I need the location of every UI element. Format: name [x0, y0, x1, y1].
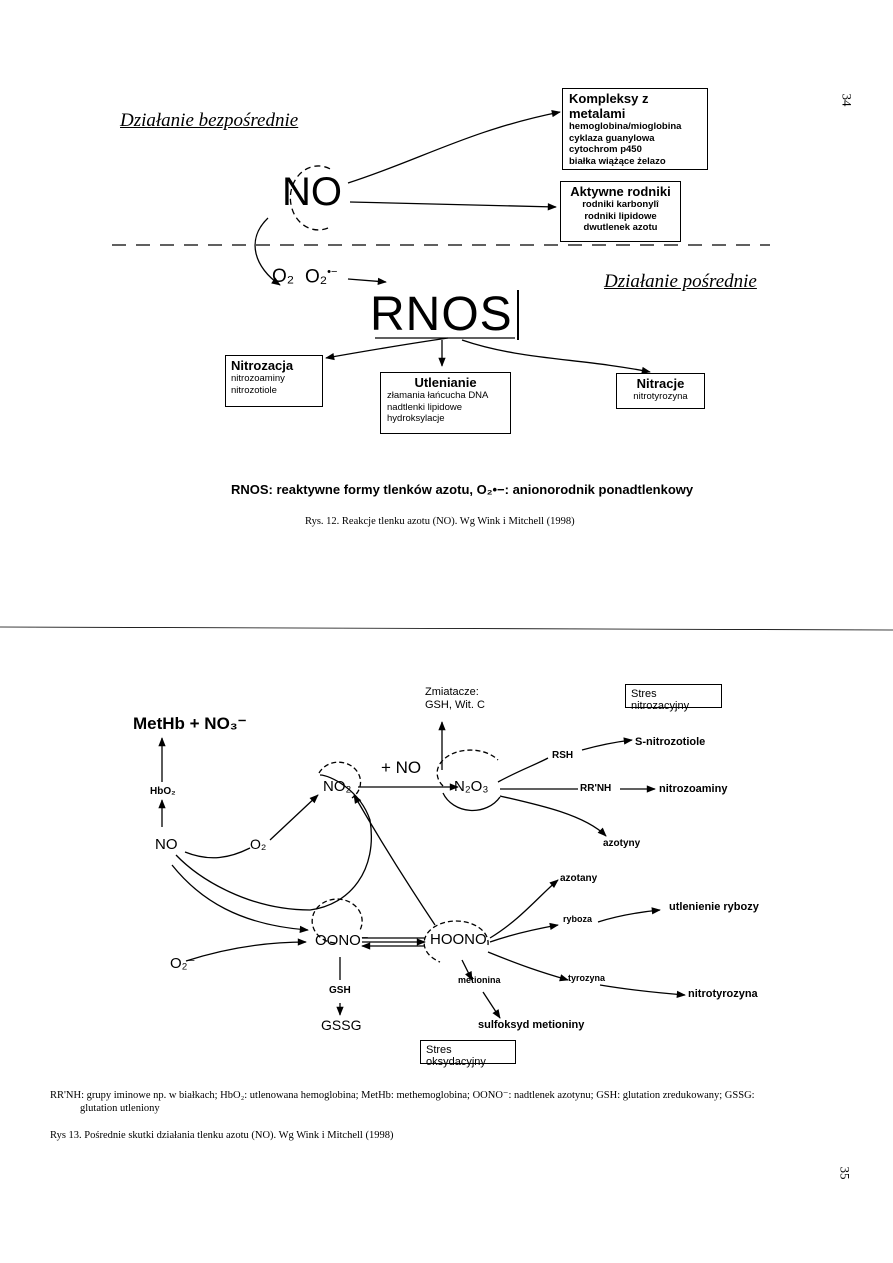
fig12-legend: RNOS: reaktywne formy tlenków azotu, O₂•…: [231, 482, 694, 497]
no-node: NO: [282, 170, 342, 214]
superoxide-node: O₂⁻: [170, 955, 196, 972]
hoono-node: HOONO: [430, 931, 487, 948]
box-title: Nitrozacja: [231, 358, 294, 373]
box-line: nitrotyrozyna: [633, 391, 688, 402]
box-nitration: Nitracje nitrotyrozyna: [616, 373, 705, 409]
plus-no-label: + NO: [381, 758, 422, 777]
box-line: rodniki lipidowe: [584, 210, 657, 222]
box-line: nitrozotiole: [231, 384, 277, 396]
nitrates-label: azotany: [560, 873, 598, 884]
box-line: nitrozoaminy: [231, 373, 285, 384]
box-line: hydroksylacje: [387, 413, 445, 424]
n2o3-node: N₂O₃: [454, 778, 489, 795]
box-active-radicals: Aktywne rodniki rodniki karbonylî rodnik…: [560, 181, 681, 242]
direct-action-heading: Działanie bezpośrednie: [120, 110, 299, 131]
superoxide-sup: •−: [327, 266, 338, 278]
rsh-label: RSH: [552, 750, 574, 761]
box-line: rodniki karbonylî: [582, 199, 659, 210]
methionine-sulfoxide-label: sulfoksyd metioniny: [478, 1019, 585, 1031]
box-line: złamania łańcucha DNA: [387, 390, 489, 401]
box-line: dwutlenek azotu: [583, 222, 658, 233]
tyrosine-label: tyrozyna: [568, 973, 606, 983]
fig13-legend-line1: RR'NH: grupy iminowe np. w białkach; HbO…: [50, 1090, 755, 1101]
box-line: nadtlenki lipidowe: [387, 401, 462, 413]
box-line: cyklaza guanylowa: [569, 132, 655, 144]
page-number-bottom: 35: [837, 1166, 853, 1180]
methb-node: MetHb + NO₃⁻: [133, 714, 247, 733]
ribose-oxidation-label: utlenienie rybozy: [669, 901, 759, 913]
box-nitrosation: Nitrozacja nitrozoaminy nitrozotiole: [225, 355, 323, 407]
scavengers-label: Zmiatacze:: [425, 686, 479, 698]
o2-node: O₂: [250, 836, 267, 852]
box-title: Aktywne rodniki: [570, 184, 671, 199]
box-line: hemoglobina/mioglobina: [569, 121, 682, 132]
s-nitrosothiol-label: S-nitrozotiole: [635, 736, 706, 748]
ribose-label: ryboza: [563, 914, 593, 924]
box-oxidation: Utlenianie złamania łańcucha DNA nadtlen…: [380, 372, 511, 434]
gssg-node: GSSG: [321, 1017, 362, 1033]
no2-node: NO₂: [323, 778, 352, 795]
fig13-legend-line2: glutation utleniony: [80, 1103, 160, 1114]
superoxide-label: O₂•−: [305, 266, 337, 288]
page-number-top: 34: [839, 93, 855, 107]
rnos-node: RNOS: [370, 290, 519, 340]
stress-oxidative-box: Stres oksydacyjny: [420, 1040, 516, 1068]
nitrites-label: azotyny: [603, 838, 641, 849]
box-title: Utlenianie: [414, 375, 477, 390]
stress-nitrosative-box: Stres nitrozacyjny: [625, 684, 722, 712]
box-title: Nitracje: [636, 376, 685, 391]
no-node: NO: [155, 836, 178, 853]
superoxide-text: O₂: [305, 266, 328, 288]
scavengers-list: GSH, Wit. C: [425, 699, 485, 711]
gsh-label: GSH: [329, 985, 351, 996]
o2-label: O₂: [272, 266, 295, 287]
nitrotyrosine-label: nitrotyrozyna: [688, 988, 758, 1000]
fig12-caption: Rys. 12. Reakcje tlenku azotu (NO). Wg W…: [305, 516, 575, 527]
box-line: cytochrom p450: [569, 144, 642, 155]
fig13-caption: Rys 13. Pośrednie skutki działania tlenk…: [50, 1130, 394, 1141]
hbo2-label: HbO₂: [150, 786, 176, 797]
box-line: białka wiążące żelazo: [569, 155, 666, 167]
box-metal-complexes: Kompleksy z metalami hemoglobina/mioglob…: [562, 88, 708, 170]
methionine-label: metionina: [458, 975, 501, 985]
nitrosamines-label: nitrozoaminy: [659, 783, 728, 795]
indirect-action-heading: Działanie pośrednie: [604, 271, 757, 292]
rrnh-label: RR'NH: [580, 783, 612, 794]
box-title: Kompleksy z metalami: [569, 91, 649, 121]
oono-node: OONO⁻: [315, 932, 369, 949]
